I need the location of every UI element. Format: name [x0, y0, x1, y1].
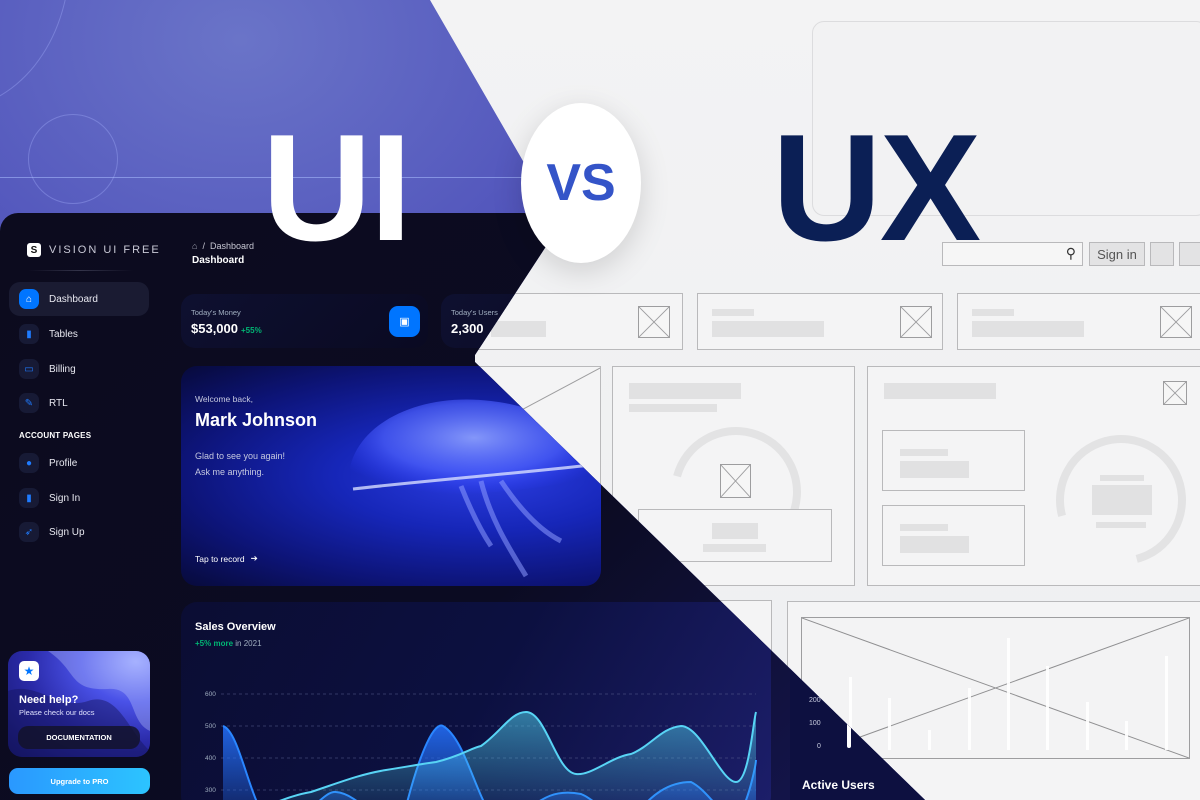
- brand: S VISION UI FREE: [27, 243, 161, 257]
- sidebar-item-label: Tables: [49, 328, 78, 340]
- home-icon: ⌂: [19, 289, 39, 309]
- image-placeholder-icon: [638, 306, 670, 338]
- help-card: ★ Need help? Please check our docs DOCUM…: [8, 651, 150, 757]
- headline-ux: UX: [772, 103, 981, 273]
- active-users-title: Active Users: [802, 778, 875, 792]
- tap-to-record-link[interactable]: Tap to record ➔: [195, 553, 258, 564]
- image-placeholder-icon: [1163, 381, 1187, 405]
- stat-label: Today's Users: [451, 308, 498, 317]
- wireframe-button-3[interactable]: [1179, 242, 1200, 266]
- svg-text:500: 500: [205, 723, 216, 730]
- vs-badge: VS: [521, 103, 641, 263]
- wireframe-search-input[interactable]: ⚲: [942, 242, 1083, 266]
- stat-value: 2,300: [451, 321, 484, 336]
- image-placeholder-icon: [720, 464, 751, 498]
- sign-in-label: Sign in: [1097, 246, 1137, 262]
- decorative-circle: [28, 114, 118, 204]
- help-title: Need help?: [19, 694, 79, 706]
- headline-ui: UI: [262, 103, 412, 273]
- brand-logo-icon: S: [27, 243, 41, 257]
- sidebar-item-sign-in[interactable]: ▮ Sign In: [9, 481, 149, 515]
- wireframe-button-2[interactable]: [1150, 242, 1174, 266]
- user-name: Mark Johnson: [195, 410, 318, 430]
- page-title: Dashboard: [192, 255, 245, 266]
- image-placeholder-icon: [1160, 306, 1192, 338]
- sidebar-item-label: Billing: [49, 363, 76, 375]
- help-subtitle: Please check our docs: [19, 708, 95, 717]
- rocket-icon: ➶: [19, 522, 39, 542]
- sidebar-item-label: RTL: [49, 397, 68, 409]
- sidebar-item-tables[interactable]: ▮ Tables: [9, 317, 149, 351]
- sidebar-item-rtl[interactable]: ✎ RTL: [9, 386, 149, 420]
- sales-title: Sales Overview: [195, 621, 276, 633]
- wallet-icon: ▣: [389, 306, 420, 337]
- vs-label: VS: [546, 154, 616, 212]
- svg-text:400: 400: [205, 755, 216, 762]
- y-axis-tick: 200: [809, 697, 821, 704]
- y-axis-tick: 100: [809, 720, 821, 727]
- credit-card-icon: ▭: [19, 359, 39, 379]
- svg-text:600: 600: [205, 691, 216, 698]
- sidebar-item-label: Dashboard: [49, 293, 98, 305]
- breadcrumb: ⌂ / Dashboard: [192, 241, 254, 251]
- sidebar-item-dashboard[interactable]: ⌂ Dashboard: [9, 282, 149, 316]
- wireframe-sign-in-button[interactable]: Sign in: [1089, 242, 1145, 266]
- wireframe-stat-card-2: [697, 293, 943, 350]
- stat-value: $53,000+55%: [191, 321, 262, 336]
- stat-change: +55%: [241, 326, 262, 335]
- divider-line: [0, 177, 560, 178]
- user-icon: ●: [19, 453, 39, 473]
- sales-area-chart: 600 500 400 300: [205, 691, 757, 800]
- sidebar-section-label: ACCOUNT PAGES: [19, 431, 92, 440]
- arrow-right-icon: ➔: [250, 553, 258, 563]
- sidebar-item-label: Profile: [49, 457, 78, 469]
- svg-text:300: 300: [205, 787, 216, 794]
- breadcrumb-separator: /: [202, 241, 205, 251]
- wrench-icon: ✎: [19, 393, 39, 413]
- sales-overview-card: Sales Overview +5% more in 2021 600 500 …: [181, 602, 771, 800]
- wireframe-stat-card-3: [957, 293, 1200, 350]
- search-icon: ⚲: [1065, 245, 1076, 261]
- breadcrumb-current: Dashboard: [209, 241, 254, 251]
- star-icon: ★: [19, 661, 39, 681]
- sidebar-item-profile[interactable]: ● Profile: [9, 446, 149, 480]
- wireframe-back-panel: [812, 21, 1200, 216]
- stat-card-todays-money: Today's Money $53,000+55% ▣: [181, 294, 428, 348]
- stat-label: Today's Money: [191, 308, 241, 317]
- brand-divider: [28, 270, 133, 271]
- y-axis-tick: 0: [817, 743, 821, 750]
- welcome-message: Glad to see you again! Ask me anything.: [195, 451, 286, 477]
- sidebar-item-billing[interactable]: ▭ Billing: [9, 352, 149, 386]
- brand-name: VISION UI FREE: [49, 244, 161, 256]
- wireframe-referral-card: [867, 366, 1200, 589]
- documentation-button[interactable]: DOCUMENTATION: [18, 726, 140, 749]
- image-placeholder-icon: [900, 306, 932, 338]
- upgrade-to-pro-button[interactable]: Upgrade to PRO: [9, 768, 150, 794]
- jellyfish-image: [348, 399, 600, 578]
- bar-chart-icon: ▮: [19, 324, 39, 344]
- sidebar-item-label: Sign Up: [49, 526, 85, 538]
- welcome-greeting: Welcome back,: [195, 394, 253, 404]
- home-icon[interactable]: ⌂: [192, 241, 198, 251]
- sidebar-item-sign-up[interactable]: ➶ Sign Up: [9, 515, 149, 549]
- sidebar-item-label: Sign In: [49, 492, 81, 504]
- sales-subtitle: +5% more in 2021: [195, 639, 262, 648]
- document-icon: ▮: [19, 488, 39, 508]
